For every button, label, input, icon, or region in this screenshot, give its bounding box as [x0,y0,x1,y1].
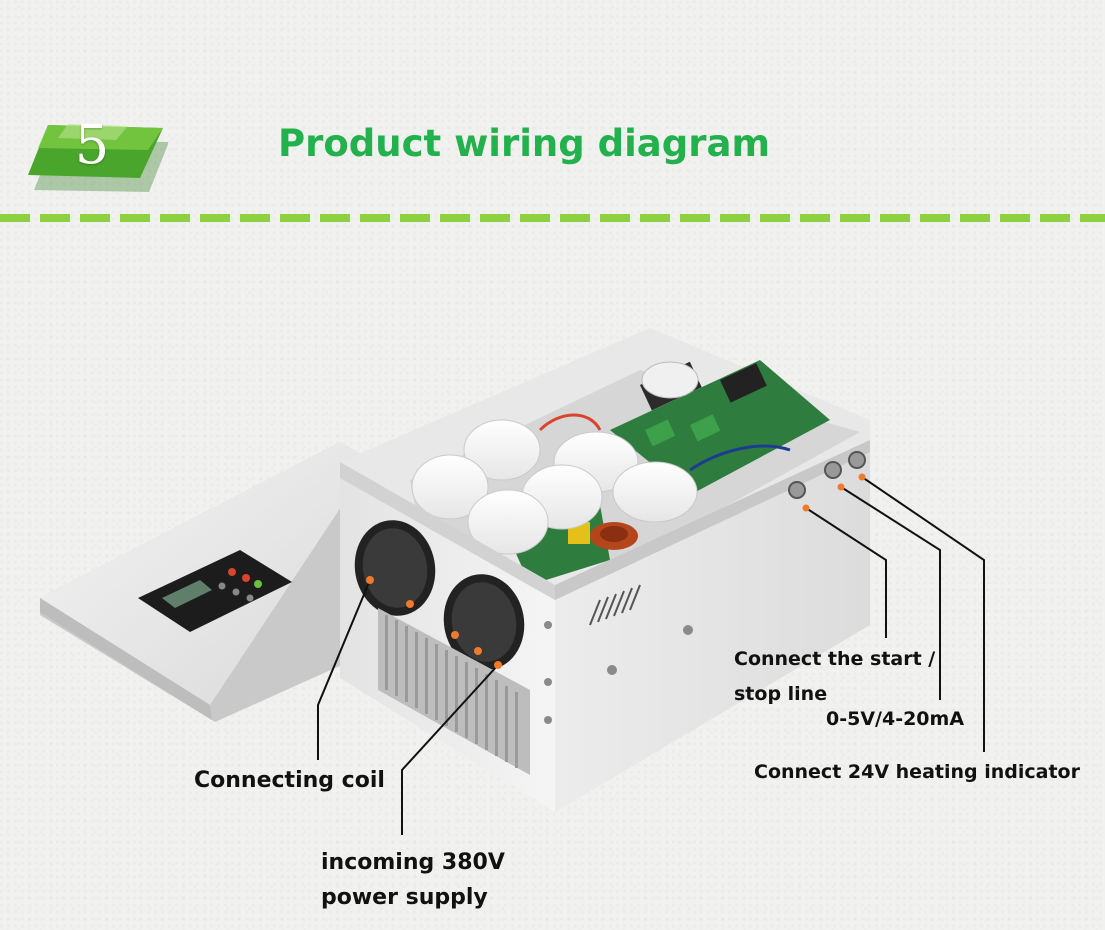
label-analog-input: 0-5V/4-20mA [826,708,965,730]
callout-lines [317,476,985,835]
internal-components [410,360,860,585]
label-power-supply-line2: power supply [321,885,488,911]
label-connecting-coil: Connecting coil [194,768,385,793]
section-number: 5 [74,113,110,176]
label-start-stop: Connect the start / stop line [734,642,935,712]
page-title: Product wiring diagram [278,122,771,165]
control-panel-display [138,550,292,632]
label-power-supply: incoming 380V power supply [321,845,505,915]
label-heating-indicator: Connect 24V heating indicator [754,761,1080,783]
fan-openings [354,520,525,670]
label-power-supply-line1: incoming 380V [321,850,505,875]
label-start-stop-line2: stop line [734,683,828,706]
callout-dots [366,473,866,669]
section-number-badge [28,124,168,192]
label-start-stop-line1: Connect the start / [734,648,936,670]
side-connectors [788,451,866,499]
dashed-divider [0,214,1105,222]
lid-panel [40,442,375,722]
